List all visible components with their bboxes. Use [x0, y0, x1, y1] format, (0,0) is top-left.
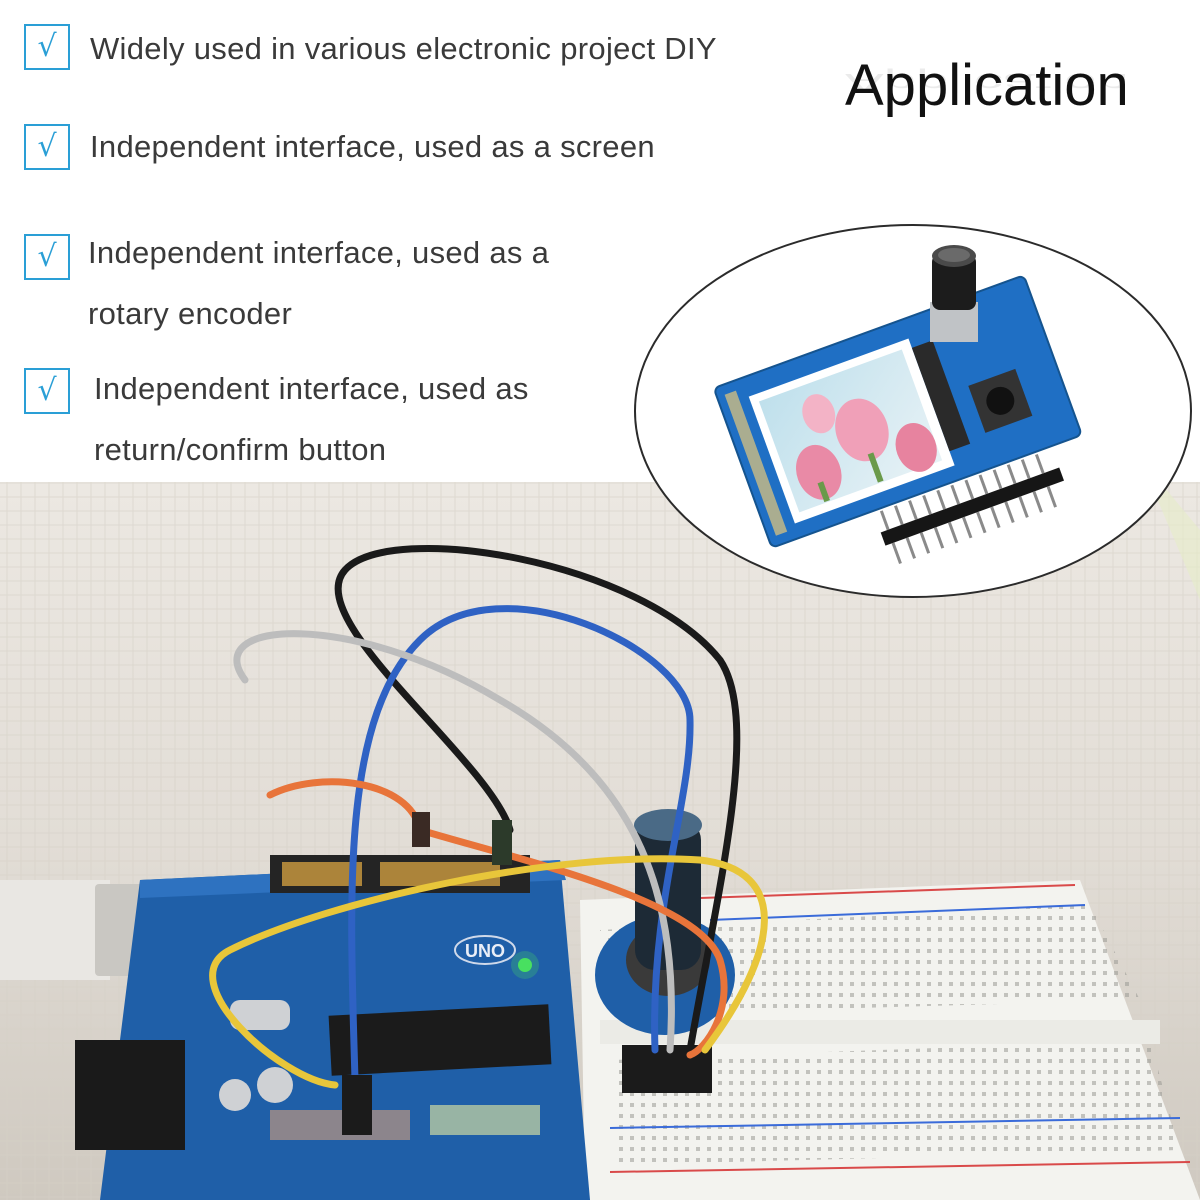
feature-item-diy: √ Widely used in various electronic proj…	[0, 16, 800, 86]
feature-item-screen: √ Independent interface, used as a scree…	[0, 114, 800, 184]
feature-text-line2: return/confirm button	[94, 432, 387, 467]
jumper-wires	[209, 545, 768, 1135]
board-label: UNO	[465, 941, 505, 961]
feature-text: Independent interface, used as a screen	[90, 129, 655, 164]
feature-item-button: √ Independent interface, used as return/…	[0, 358, 800, 488]
page-title: Application Application	[845, 52, 1129, 119]
product-image	[634, 224, 1192, 598]
checkmark-icon: √	[24, 124, 70, 170]
feature-text-line1: Independent interface, used as	[94, 371, 529, 406]
checkmark-icon: √	[24, 24, 70, 70]
checkmark-icon: √	[24, 234, 70, 280]
feature-text-line2: rotary encoder	[88, 296, 293, 331]
arduino-setup-photo: UNO	[0, 482, 1200, 1200]
rotary-knob	[930, 245, 978, 342]
title-text: Application	[845, 53, 1129, 118]
arduino-board: UNO	[75, 855, 590, 1200]
feature-text: Widely used in various electronic projec…	[90, 31, 717, 66]
title-reflection: Application	[845, 68, 1129, 98]
feature-item-rotary-encoder: √ Independent interface, used as a rotar…	[0, 222, 800, 352]
pin-header	[879, 453, 1064, 565]
checkmark-icon: √	[24, 368, 70, 414]
feature-text-line1: Independent interface, used as a	[88, 235, 550, 270]
